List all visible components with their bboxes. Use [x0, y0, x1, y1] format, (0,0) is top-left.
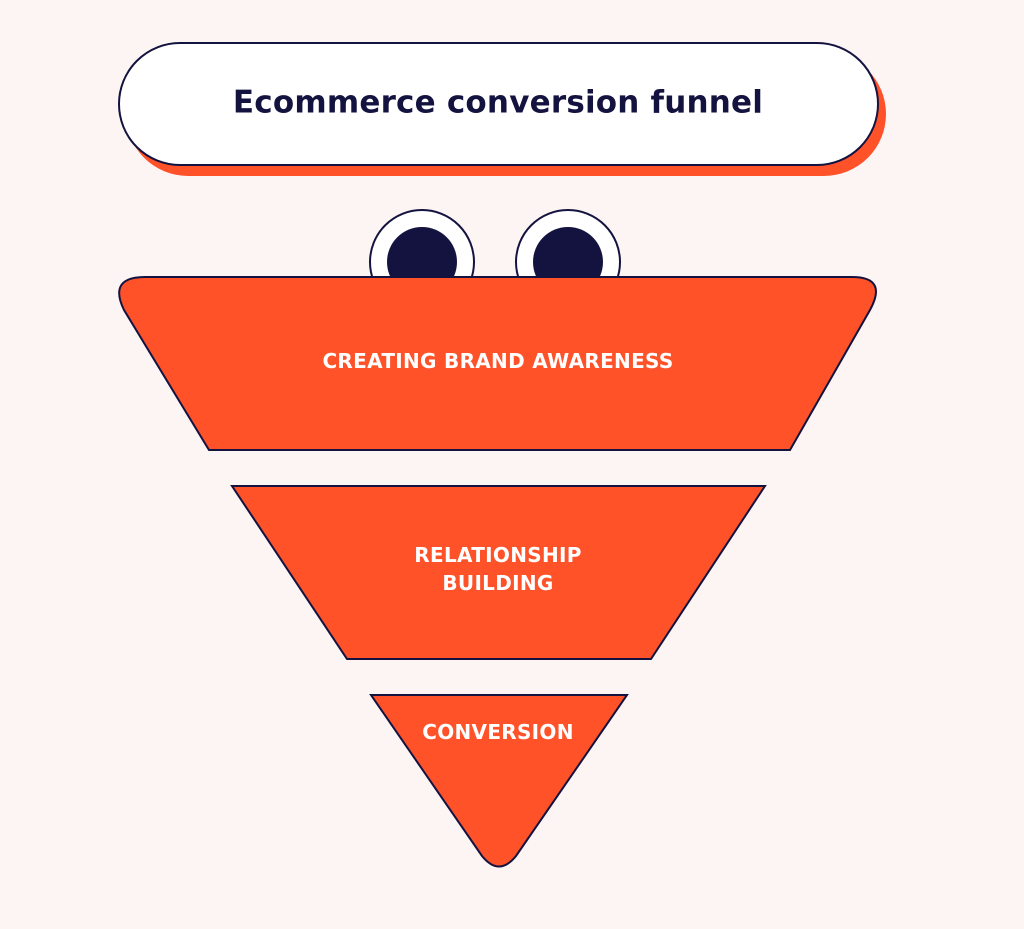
funnel-stage-label: CONVERSION [422, 720, 574, 744]
title-pill-box [118, 42, 879, 166]
funnel-stage-shape [118, 276, 877, 451]
title-pill: Ecommerce conversion funnel [118, 42, 886, 176]
funnel-stage-shape [369, 694, 629, 868]
funnel-stage-awareness: CREATING BRAND AWARENESS [118, 276, 877, 451]
diagram-title: Ecommerce conversion funnel [233, 85, 763, 121]
funnel-stage-label: RELATIONSHIP [414, 543, 581, 567]
funnel-stage-label: CREATING BRAND AWARENESS [322, 349, 673, 373]
funnel-stage-shape [230, 485, 767, 660]
funnel-stage-label: BUILDING [442, 571, 553, 595]
funnel-stage-relationship: RELATIONSHIP BUILDING [230, 485, 767, 660]
funnel-stage-conversion: CONVERSION [369, 694, 629, 868]
